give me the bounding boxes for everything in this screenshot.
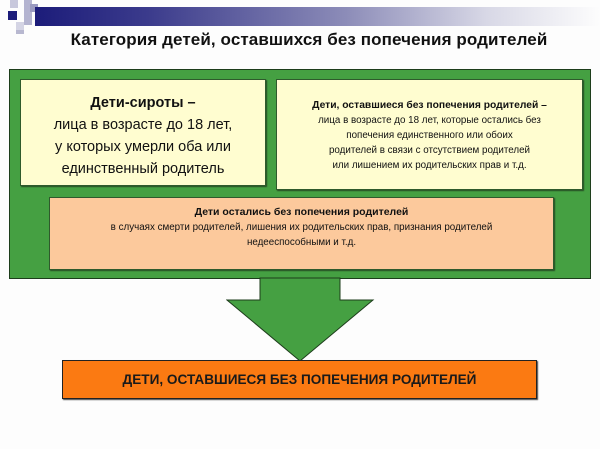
result-box: ДЕТИ, ОСТАВШИЕСЯ БЕЗ ПОПЕЧЕНИЯ РОДИТЕЛЕЙ bbox=[62, 360, 537, 399]
decor-square bbox=[16, 30, 24, 34]
decor-square bbox=[30, 4, 38, 12]
without-care-line: лица в возрасте до 18 лет, которые остал… bbox=[318, 115, 541, 126]
left-without-care-heading: Дети остались без попечения родителей bbox=[194, 206, 409, 218]
orphans-heading: Дети-сироты – bbox=[90, 95, 196, 111]
decor-square bbox=[24, 0, 32, 25]
result-label: ДЕТИ, ОСТАВШИЕСЯ БЕЗ ПОПЕЧЕНИЯ РОДИТЕЛЕЙ bbox=[122, 372, 477, 387]
without-care-line: или лишением их родительских прав и т.д. bbox=[332, 160, 527, 171]
without-care-box: Дети, оставшиеся без попечения родителей… bbox=[276, 79, 583, 190]
without-care-heading: Дети, оставшиеся без попечения родителей… bbox=[312, 100, 547, 111]
orphans-line: единственный родитель bbox=[61, 161, 225, 177]
down-arrow-icon bbox=[226, 277, 375, 362]
categories-container: Дети-сироты – лица в возрасте до 18 лет,… bbox=[9, 69, 591, 279]
left-without-care-box: Дети остались без попечения родителей в … bbox=[49, 197, 554, 270]
orphans-line: лица в возрасте до 18 лет, bbox=[53, 117, 233, 133]
without-care-line: попечения единственного или обоих bbox=[346, 130, 513, 141]
orphans-line: у которых умерли оба или bbox=[55, 139, 231, 155]
decor-square bbox=[16, 22, 24, 30]
decor-square bbox=[10, 0, 18, 8]
orphans-box: Дети-сироты – лица в возрасте до 18 лет,… bbox=[20, 79, 266, 186]
decor-square bbox=[8, 11, 17, 20]
slide-title: Категория детей, оставшихся без попечени… bbox=[70, 30, 548, 49]
left-without-care-line: в случаях смерти родителей, лишения их р… bbox=[110, 222, 493, 233]
without-care-line: родителей в связи с отсутствием родителе… bbox=[328, 145, 531, 156]
header-gradient-bar bbox=[35, 7, 600, 26]
left-without-care-line: недееспособными и т.д. bbox=[246, 237, 357, 248]
